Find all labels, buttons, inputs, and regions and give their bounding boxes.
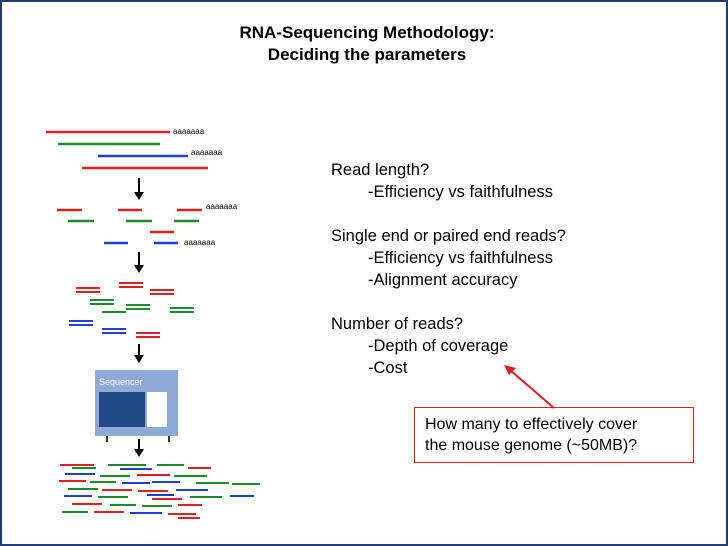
polya-tail-label: aaaaaaa [173, 127, 205, 136]
mrna-transcripts: aaaaaaa aaaaaaa [46, 127, 223, 170]
down-arrow-icon [134, 439, 144, 457]
polya-tail-label: aaaaaaa [206, 202, 238, 211]
cdna-fragments [69, 282, 194, 338]
sequencing-reads [59, 464, 260, 519]
down-arrow-icon [134, 252, 144, 273]
question-point: -Efficiency vs faithfulness [368, 183, 553, 201]
polya-tail-label: aaaaaaa [184, 238, 216, 247]
callout-line-1: How many to effectively cover [425, 416, 638, 433]
question-point: -Efficiency vs faithfulness [368, 249, 553, 267]
down-arrow-icon [134, 344, 144, 363]
down-arrow-icon [134, 178, 144, 200]
sequencer-label: Sequencer [99, 377, 143, 387]
rna-seq-workflow-diagram: aaaaaaa aaaaaaa aaaaaaa aaaaaaa [46, 127, 260, 519]
slide-title-line-2: Deciding the parameters [267, 45, 467, 64]
polya-tail-label: aaaaaaa [191, 148, 223, 157]
slide-title-line-1: RNA-Sequencing Methodology: [239, 23, 495, 42]
callout-line-2: the mouse genome (~50MB)? [425, 437, 638, 454]
question-point: -Alignment accuracy [368, 271, 518, 289]
fragmented-rna: aaaaaaa aaaaaaa [57, 202, 238, 247]
mouse-genome-callout: How many to effectively cover the mouse … [414, 407, 694, 463]
sequencer-machine: Sequencer [95, 370, 178, 442]
question-heading: Single end or paired end reads? [331, 227, 566, 245]
question-point: -Depth of coverage [368, 337, 509, 355]
question-heading: Read length? [331, 161, 430, 179]
question-point: -Cost [368, 359, 408, 377]
parameter-questions: Read length? -Efficiency vs faithfulness… [331, 159, 566, 379]
question-heading: Number of reads? [331, 315, 464, 333]
